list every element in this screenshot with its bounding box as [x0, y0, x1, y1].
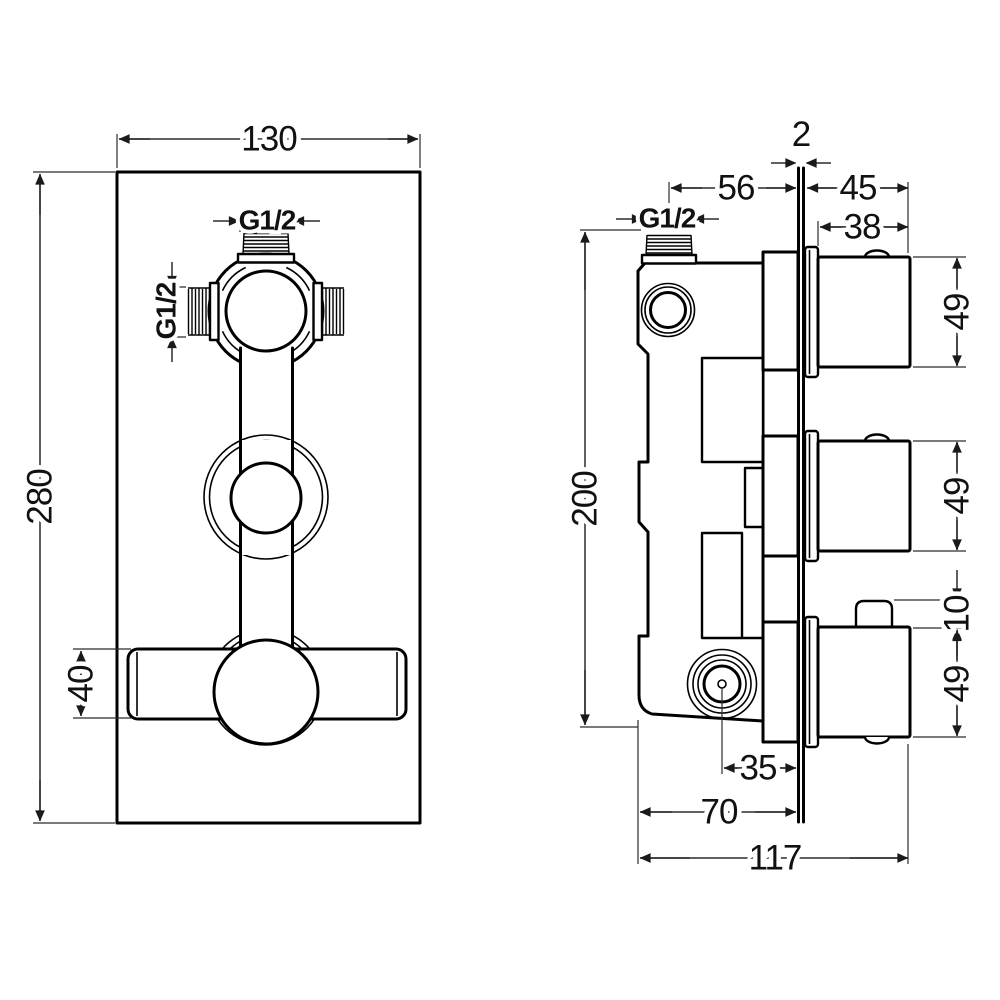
top-valve-center-circle: [224, 269, 308, 353]
dim-40-label: 40: [62, 665, 101, 702]
side-thread-collar: [640, 253, 698, 265]
front-dimensions: 130 280 40 G1/2 G1: [16, 115, 421, 824]
middle-knob-dome: [863, 433, 891, 442]
left-thread-collar: [208, 281, 220, 342]
dim-g12-side-label: G1/2: [151, 282, 182, 339]
dim-49-middle-label: 49: [938, 478, 977, 515]
side-top-thread: [640, 234, 698, 265]
dim-280-label: 280: [21, 469, 60, 525]
dim-35-label: 35: [740, 749, 777, 788]
dim-56-label: 56: [718, 169, 755, 208]
right-thread-collar: [312, 281, 324, 342]
bottom-knob: [816, 625, 912, 739]
front-left-thread: [187, 281, 220, 342]
bottom-knob-dome: [863, 736, 891, 745]
top-thread-collar: [236, 252, 296, 264]
side-outlet-port: [686, 648, 758, 774]
dim-g12-top-label: G1/2: [239, 205, 296, 236]
side-knob-stem: [743, 466, 765, 529]
bottom-knob-circle: [212, 638, 320, 746]
bottom-knob-button: [854, 599, 894, 627]
dim-g12-sideview-label: G1/2: [639, 203, 696, 234]
dim-2-label: 2: [792, 115, 810, 154]
side-view: 2 56 45 38 G1/2: [561, 111, 981, 883]
cartridge-block-bottom: [761, 620, 800, 744]
side-dimensions: 2 56 45 38 G1/2: [561, 111, 981, 883]
dim-45-label: 45: [840, 169, 877, 208]
dim-49-top-label: 49: [938, 294, 977, 331]
top-knob: [816, 255, 912, 369]
dim-10-label: 10: [938, 595, 977, 632]
side-plate: [797, 166, 805, 824]
side-inlet-port: [640, 282, 696, 338]
cartridge-block-top: [761, 250, 800, 372]
dim-130-label: 130: [241, 120, 297, 159]
dim-200-label: 200: [566, 471, 605, 527]
side-boss-middle: [700, 356, 765, 464]
escutcheon-flanges: [803, 245, 820, 749]
front-view: 130 280 40 G1/2 G1: [16, 115, 422, 825]
front-right-thread: [312, 281, 345, 342]
middle-knob-circle: [229, 461, 303, 535]
dim-70-label: 70: [701, 793, 738, 832]
dim-49-bottom-label: 49: [938, 666, 977, 703]
front-top-thread: [236, 232, 296, 264]
middle-knob: [816, 439, 912, 553]
top-knob-dome: [863, 249, 891, 258]
knobs: [816, 249, 912, 745]
cartridge-block-middle: [761, 434, 800, 558]
dim-38-label: 38: [844, 208, 881, 247]
side-boss-lower: [700, 531, 744, 640]
dim-117-label: 117: [749, 839, 802, 878]
